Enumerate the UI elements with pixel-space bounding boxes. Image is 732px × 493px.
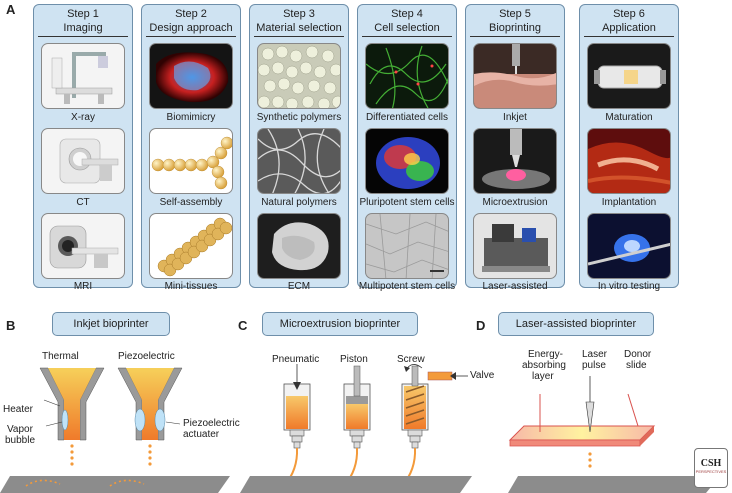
item-caption: ECM (287, 281, 311, 292)
panel-d-letter: D (476, 318, 486, 333)
actuator-label-line2: actuater (183, 429, 220, 440)
microextrusion-image (473, 128, 557, 194)
piston-label: Piston (340, 354, 368, 365)
vapor-label-line2: bubble (5, 435, 36, 446)
vapor-label-line1: Vapor (7, 424, 33, 435)
donor-label-line1: Donor (624, 349, 652, 360)
step-title: Step 3 (283, 8, 315, 20)
step-subtitle: Bioprinting (470, 22, 560, 37)
panel-b-letter: B (6, 318, 16, 333)
item-caption: Mini-tissues (164, 281, 218, 292)
multipotent-cells-image (365, 213, 449, 279)
step-4-column: Step 4 Cell selection Differentiated cel… (357, 4, 457, 292)
xray-image (41, 43, 125, 109)
item-caption: Synthetic polymers (256, 112, 342, 123)
item-caption: Implantation (601, 197, 657, 208)
item-caption: CT (76, 197, 90, 208)
screw-label: Screw (397, 354, 425, 365)
step-2-column: Step 2 Design approach Biomimicry (141, 4, 241, 292)
logo-subtext: PERSPECTIVES (695, 469, 727, 474)
energy-label-line2: absorbing (522, 360, 566, 371)
panel-b-title: Inkjet bioprinter (52, 312, 170, 336)
step-title: Step 4 (391, 8, 423, 20)
step-title: Step 1 (67, 8, 99, 20)
panel-c-letter: C (238, 318, 248, 333)
mri-image (41, 213, 125, 279)
item-caption: Natural polymers (261, 197, 337, 208)
step-subtitle: Imaging (38, 22, 128, 37)
laser-label-line1: Laser (582, 349, 608, 360)
item-caption: Microextrusion (482, 197, 548, 208)
step-subtitle: Cell selection (362, 22, 452, 37)
ct-image (41, 128, 125, 194)
energy-label-line3: layer (532, 371, 554, 382)
heater-label: Heater (3, 404, 34, 415)
step-subtitle: Design approach (146, 22, 236, 37)
implantation-image (587, 128, 671, 194)
step-6-column: Step 6 Application Maturation Implantati… (579, 4, 679, 292)
valve-label: Valve (470, 370, 495, 381)
step-5-column: Step 5 Bioprinting Inkjet Microextrusion… (465, 4, 565, 292)
item-caption: Self-assembly (159, 197, 223, 208)
item-caption: Biomimicry (166, 112, 216, 123)
self-assembly-image (149, 128, 233, 194)
panel-d-title: Laser-assisted bioprinter (498, 312, 654, 336)
item-caption: Laser-assisted (482, 281, 548, 292)
differentiated-cells-image (365, 43, 449, 109)
microextrusion-diagram (240, 364, 472, 493)
synthetic-polymers-image (257, 43, 341, 109)
step-title: Step 6 (613, 8, 645, 20)
actuator-label-line1: Piezoelectric (183, 418, 240, 429)
step-subtitle: Material selection (254, 22, 344, 37)
csh-logo: CSH PERSPECTIVES (694, 448, 728, 488)
thermal-label: Thermal (42, 351, 79, 362)
piezoelectric-label: Piezoelectric (118, 351, 175, 362)
logo-text: CSH (700, 458, 722, 469)
natural-polymers-image (257, 128, 341, 194)
item-caption: Inkjet (503, 112, 527, 123)
donor-label-line2: slide (626, 360, 647, 371)
panel-a-letter: A (6, 2, 16, 17)
step-title: Step 5 (499, 8, 531, 20)
step-3-column: Step 3 Material selection Synthetic poly… (249, 4, 349, 292)
biomimicry-image (149, 43, 233, 109)
pneumatic-label: Pneumatic (272, 354, 320, 365)
ecm-image (257, 213, 341, 279)
maturation-image (587, 43, 671, 109)
inkjet-image (473, 43, 557, 109)
item-caption: X-ray (71, 112, 95, 123)
panel-c-title: Microextrusion bioprinter (262, 312, 418, 336)
step-title: Step 2 (175, 8, 207, 20)
in-vitro-testing-image (587, 213, 671, 279)
item-caption: In vitro testing (597, 281, 661, 292)
mini-tissues-image (149, 213, 233, 279)
item-caption: MRI (73, 281, 93, 292)
step-1-column: Step 1 Imaging X-ray CT M (33, 4, 133, 292)
item-caption: Differentiated cells (365, 112, 449, 123)
inkjet-diagram (0, 367, 230, 493)
energy-label-line1: Energy- (528, 349, 564, 360)
pluripotent-cells-image (365, 128, 449, 194)
item-caption: Pluripotent stem cells (359, 197, 455, 208)
laser-label-line2: pulse (582, 360, 606, 371)
laser-assisted-diagram (508, 376, 720, 493)
step-subtitle: Application (584, 22, 674, 37)
laser-assisted-image (473, 213, 557, 279)
item-caption: Multipotent stem cells (358, 281, 456, 292)
item-caption: Maturation (605, 112, 653, 123)
